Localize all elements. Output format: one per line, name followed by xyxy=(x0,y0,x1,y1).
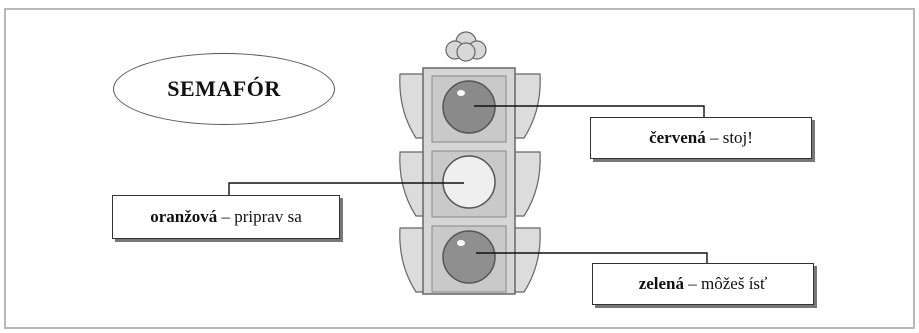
callout-green-color: zelená xyxy=(638,274,685,293)
callout-red-sep: – xyxy=(705,128,723,147)
red-lamp-highlight xyxy=(457,90,465,96)
callout-orange-sep: – xyxy=(217,207,235,226)
connector-green xyxy=(476,252,708,263)
callout-red-color: červená xyxy=(649,128,706,147)
diagram-title: SEMAFÓR xyxy=(113,53,335,125)
callout-green-sep: – xyxy=(684,274,702,293)
callout-green: zelená – môžeš ísť xyxy=(592,263,814,305)
callout-orange: oranžová – priprav sa xyxy=(112,195,340,239)
green-lamp-highlight xyxy=(457,240,465,246)
callout-orange-color: oranžová xyxy=(150,207,218,226)
callout-red-meaning: stoj! xyxy=(722,128,753,147)
callout-red: červená – stoj! xyxy=(590,117,812,159)
callout-orange-meaning: priprav sa xyxy=(234,207,302,226)
connector-lines xyxy=(228,105,708,263)
left-visors xyxy=(399,73,425,293)
orange-lamp xyxy=(442,155,496,209)
connector-red xyxy=(474,105,705,117)
connector-orange xyxy=(228,182,464,195)
green-lamp xyxy=(442,230,496,284)
top-knob xyxy=(445,31,487,62)
callout-green-meaning: môžeš ísť xyxy=(701,274,768,293)
red-lamp xyxy=(442,80,496,134)
